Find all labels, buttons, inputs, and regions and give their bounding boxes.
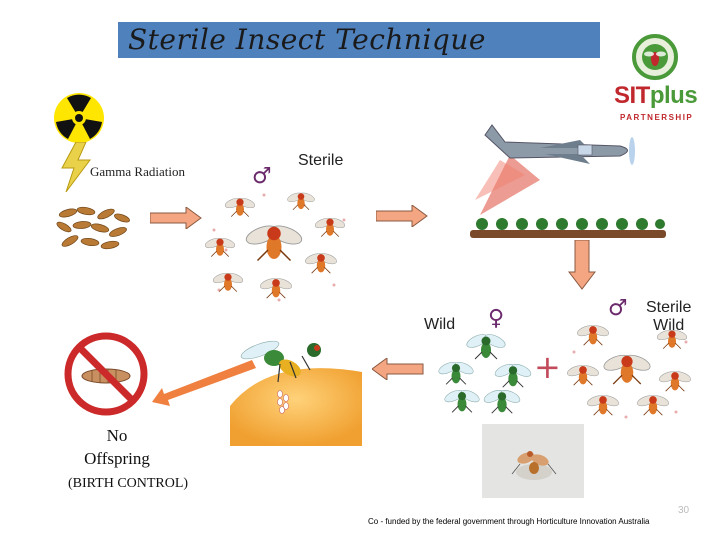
gamma-radiation-label: Gamma Radiation	[90, 164, 185, 180]
page-number: 30	[678, 505, 689, 516]
radiation-icon	[50, 93, 108, 145]
sterile-flies-cluster	[204, 190, 354, 310]
footer-text: Co - funded by the federal government th…	[368, 517, 650, 526]
wild-flies-cluster	[438, 332, 534, 416]
female-symbol: ♀	[488, 306, 504, 331]
logo-text: SITplus	[614, 82, 697, 110]
sterile-label: Sterile	[298, 152, 343, 170]
arrow-down-left-icon	[152, 360, 256, 406]
male-symbol-2: ♂	[608, 296, 628, 321]
plus-sign: +	[534, 348, 561, 386]
lightning-icon	[60, 142, 94, 192]
fly-photo	[482, 424, 584, 498]
slide-title: Sterile Insect Technique	[118, 22, 600, 58]
mixed-flies-cluster	[566, 322, 696, 422]
male-symbol: ♂	[252, 164, 272, 189]
arrow-right-icon	[150, 207, 202, 229]
pupae-image	[56, 205, 132, 253]
arrow-right-icon-2	[376, 205, 428, 227]
arrow-down-icon	[568, 240, 596, 290]
orchard-row	[470, 212, 666, 242]
arrow-left-icon	[372, 358, 424, 380]
no-sign-icon	[64, 332, 148, 416]
no-offspring-label: No Offspring	[62, 424, 172, 470]
sitplus-logo-icon	[632, 34, 678, 80]
airplane-icon	[470, 120, 642, 220]
birth-control-label: (BIRTH CONTROL)	[68, 476, 188, 492]
